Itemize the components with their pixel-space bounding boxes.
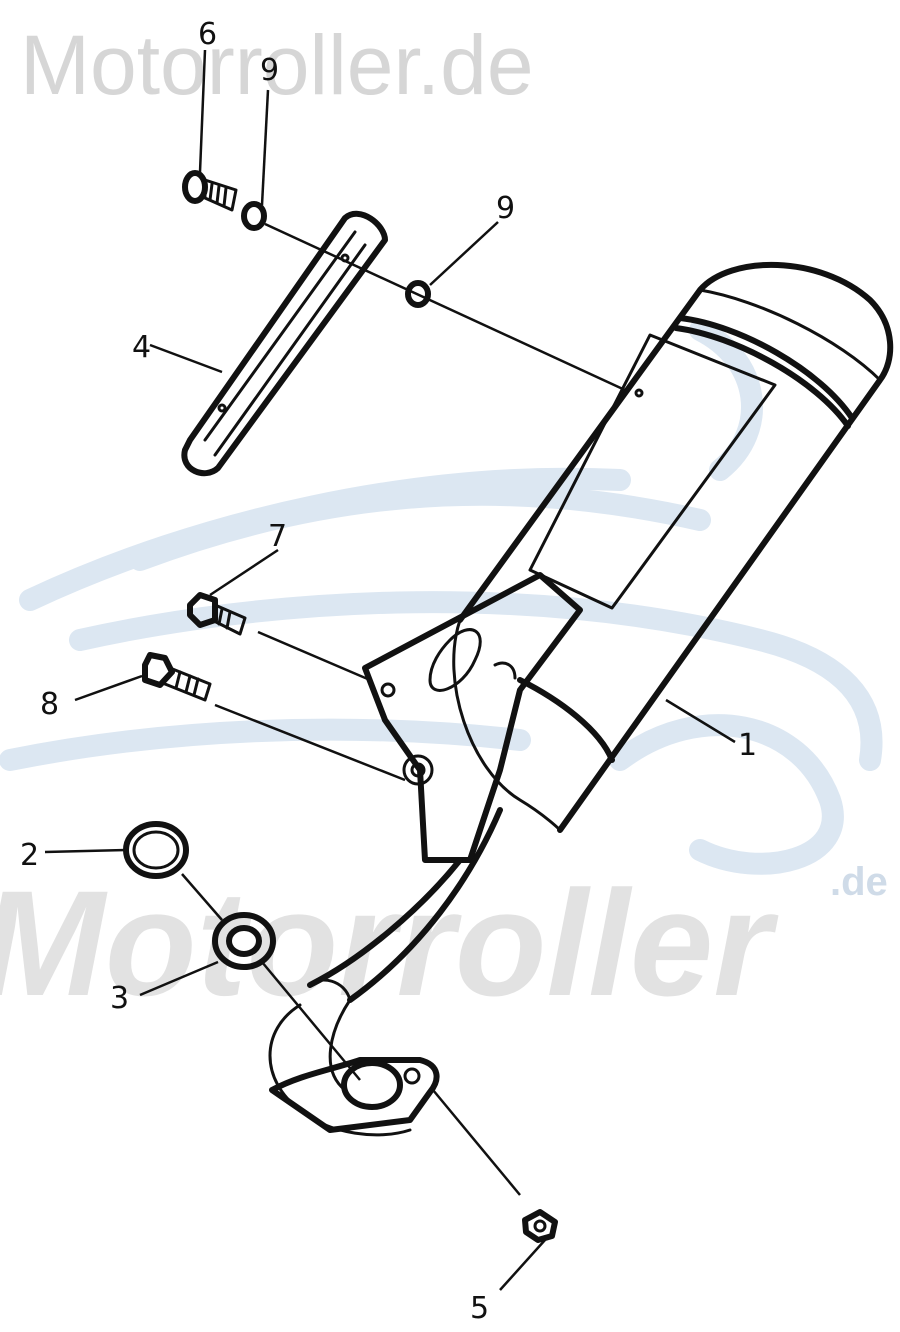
callout-2: 2 <box>20 838 39 873</box>
leader-lines <box>44 49 736 1291</box>
watermark-middle-suffix: .de <box>830 860 888 904</box>
watermark-middle: Motorroller <box>0 859 779 1027</box>
heat-shield-guard <box>181 210 388 477</box>
bolt-6 <box>182 170 238 212</box>
callout-9b: 9 <box>496 191 515 226</box>
watermark-top: Motorroller.de <box>20 18 534 112</box>
nut-5 <box>522 1209 558 1243</box>
bolt-7 <box>187 592 247 636</box>
callout-5: 5 <box>470 1291 489 1326</box>
callout-9a: 9 <box>260 53 279 88</box>
washer-9a <box>241 201 267 231</box>
watermark-scooter-graphic <box>0 319 883 875</box>
callout-7: 7 <box>268 519 287 554</box>
callout-1: 1 <box>738 728 757 763</box>
callout-3: 3 <box>110 981 129 1016</box>
gasket-2 <box>123 821 189 879</box>
callouts: 1 2 3 4 5 6 7 8 9 9 <box>20 17 757 1326</box>
callout-4: 4 <box>132 330 151 365</box>
callout-8: 8 <box>40 687 59 722</box>
washer-9b <box>405 280 431 308</box>
bolt-8 <box>142 652 212 702</box>
gasket-3 <box>212 912 276 970</box>
callout-6: 6 <box>198 17 217 52</box>
mounting-bracket <box>362 572 583 863</box>
exhaust-flange <box>269 1057 440 1133</box>
